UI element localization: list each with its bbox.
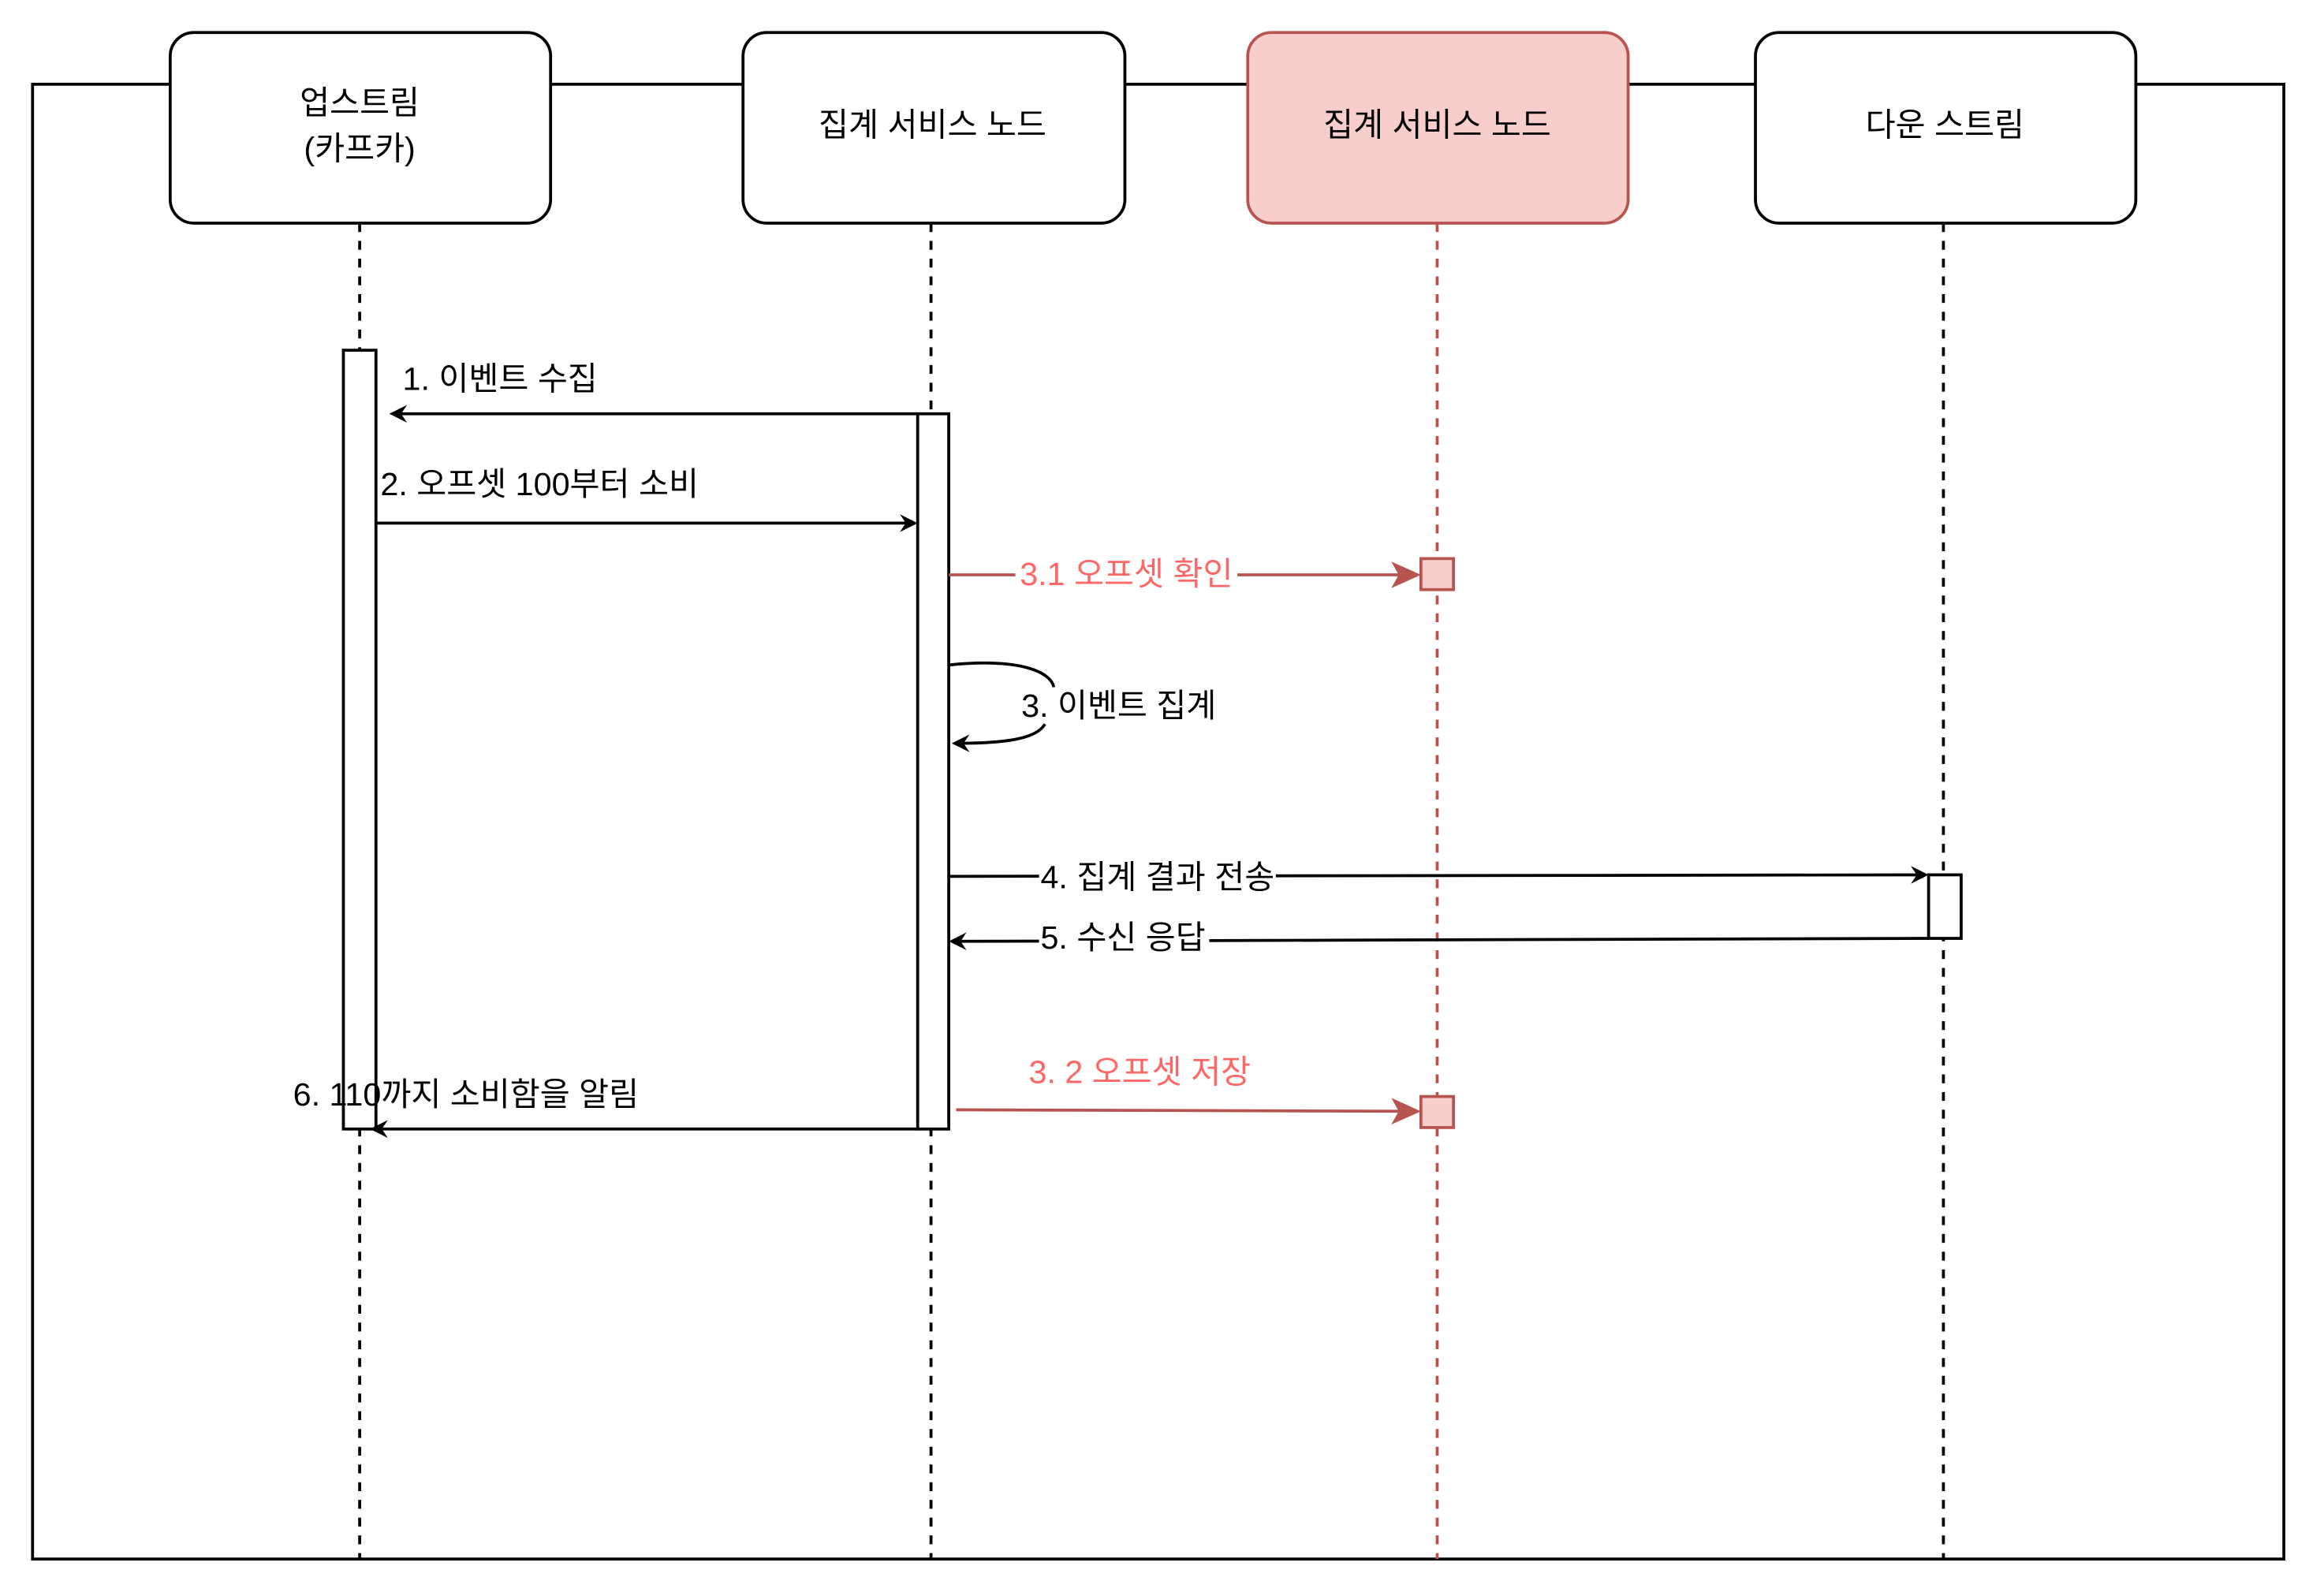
label-background [1015,552,1238,595]
participant-aggregation-node-highlight[interactable]: 집계 서비스 노드 [1246,31,1630,225]
message-label-3-2: 3. 2 오프셋 저장 [1028,1054,1251,1091]
label-background [1039,919,1210,958]
activation-downstream [1927,873,1963,940]
participant-label: (카프카) [304,130,415,166]
message-label-6: 6. 110까지 소비함을 알림 [293,1076,639,1113]
participant-label: 집계 서비스 노드 [1323,106,1551,143]
message-label-5: 5. 수신 응답 [1040,919,1205,956]
message-label-4: 4. 집계 결과 전송 [1040,859,1274,895]
message-arrow-3-self [949,662,1056,744]
activation-offset-save [1419,1094,1456,1129]
message-label-2: 2. 오프셋 100부터 소비 [380,466,699,502]
activation-offset-check [1419,557,1456,591]
activation-aggregation-node [916,412,950,1131]
diagram-frame [31,82,2285,1561]
participant-aggregation-node[interactable]: 집계 서비스 노드 [741,31,1127,225]
participant-downstream[interactable]: 다운 스트림 [1754,31,2138,225]
message-label-3: 3. 이벤트 집계 [1021,688,1216,724]
participant-label: 업스트림 [300,84,420,121]
participant-upstream[interactable]: 업스트림 (카프카) [168,31,553,225]
message-label-3-1: 3.1 오프셋 확인 [1020,556,1233,592]
participant-label: 집계 서비스 노드 [819,106,1046,143]
message-label-1: 1. 이벤트 수집 [403,361,598,397]
participant-label: 다운 스트림 [1866,106,2024,143]
activation-upstream [341,349,378,1131]
message-arrow-3-2 [956,1098,1421,1125]
label-background [1039,856,1276,896]
